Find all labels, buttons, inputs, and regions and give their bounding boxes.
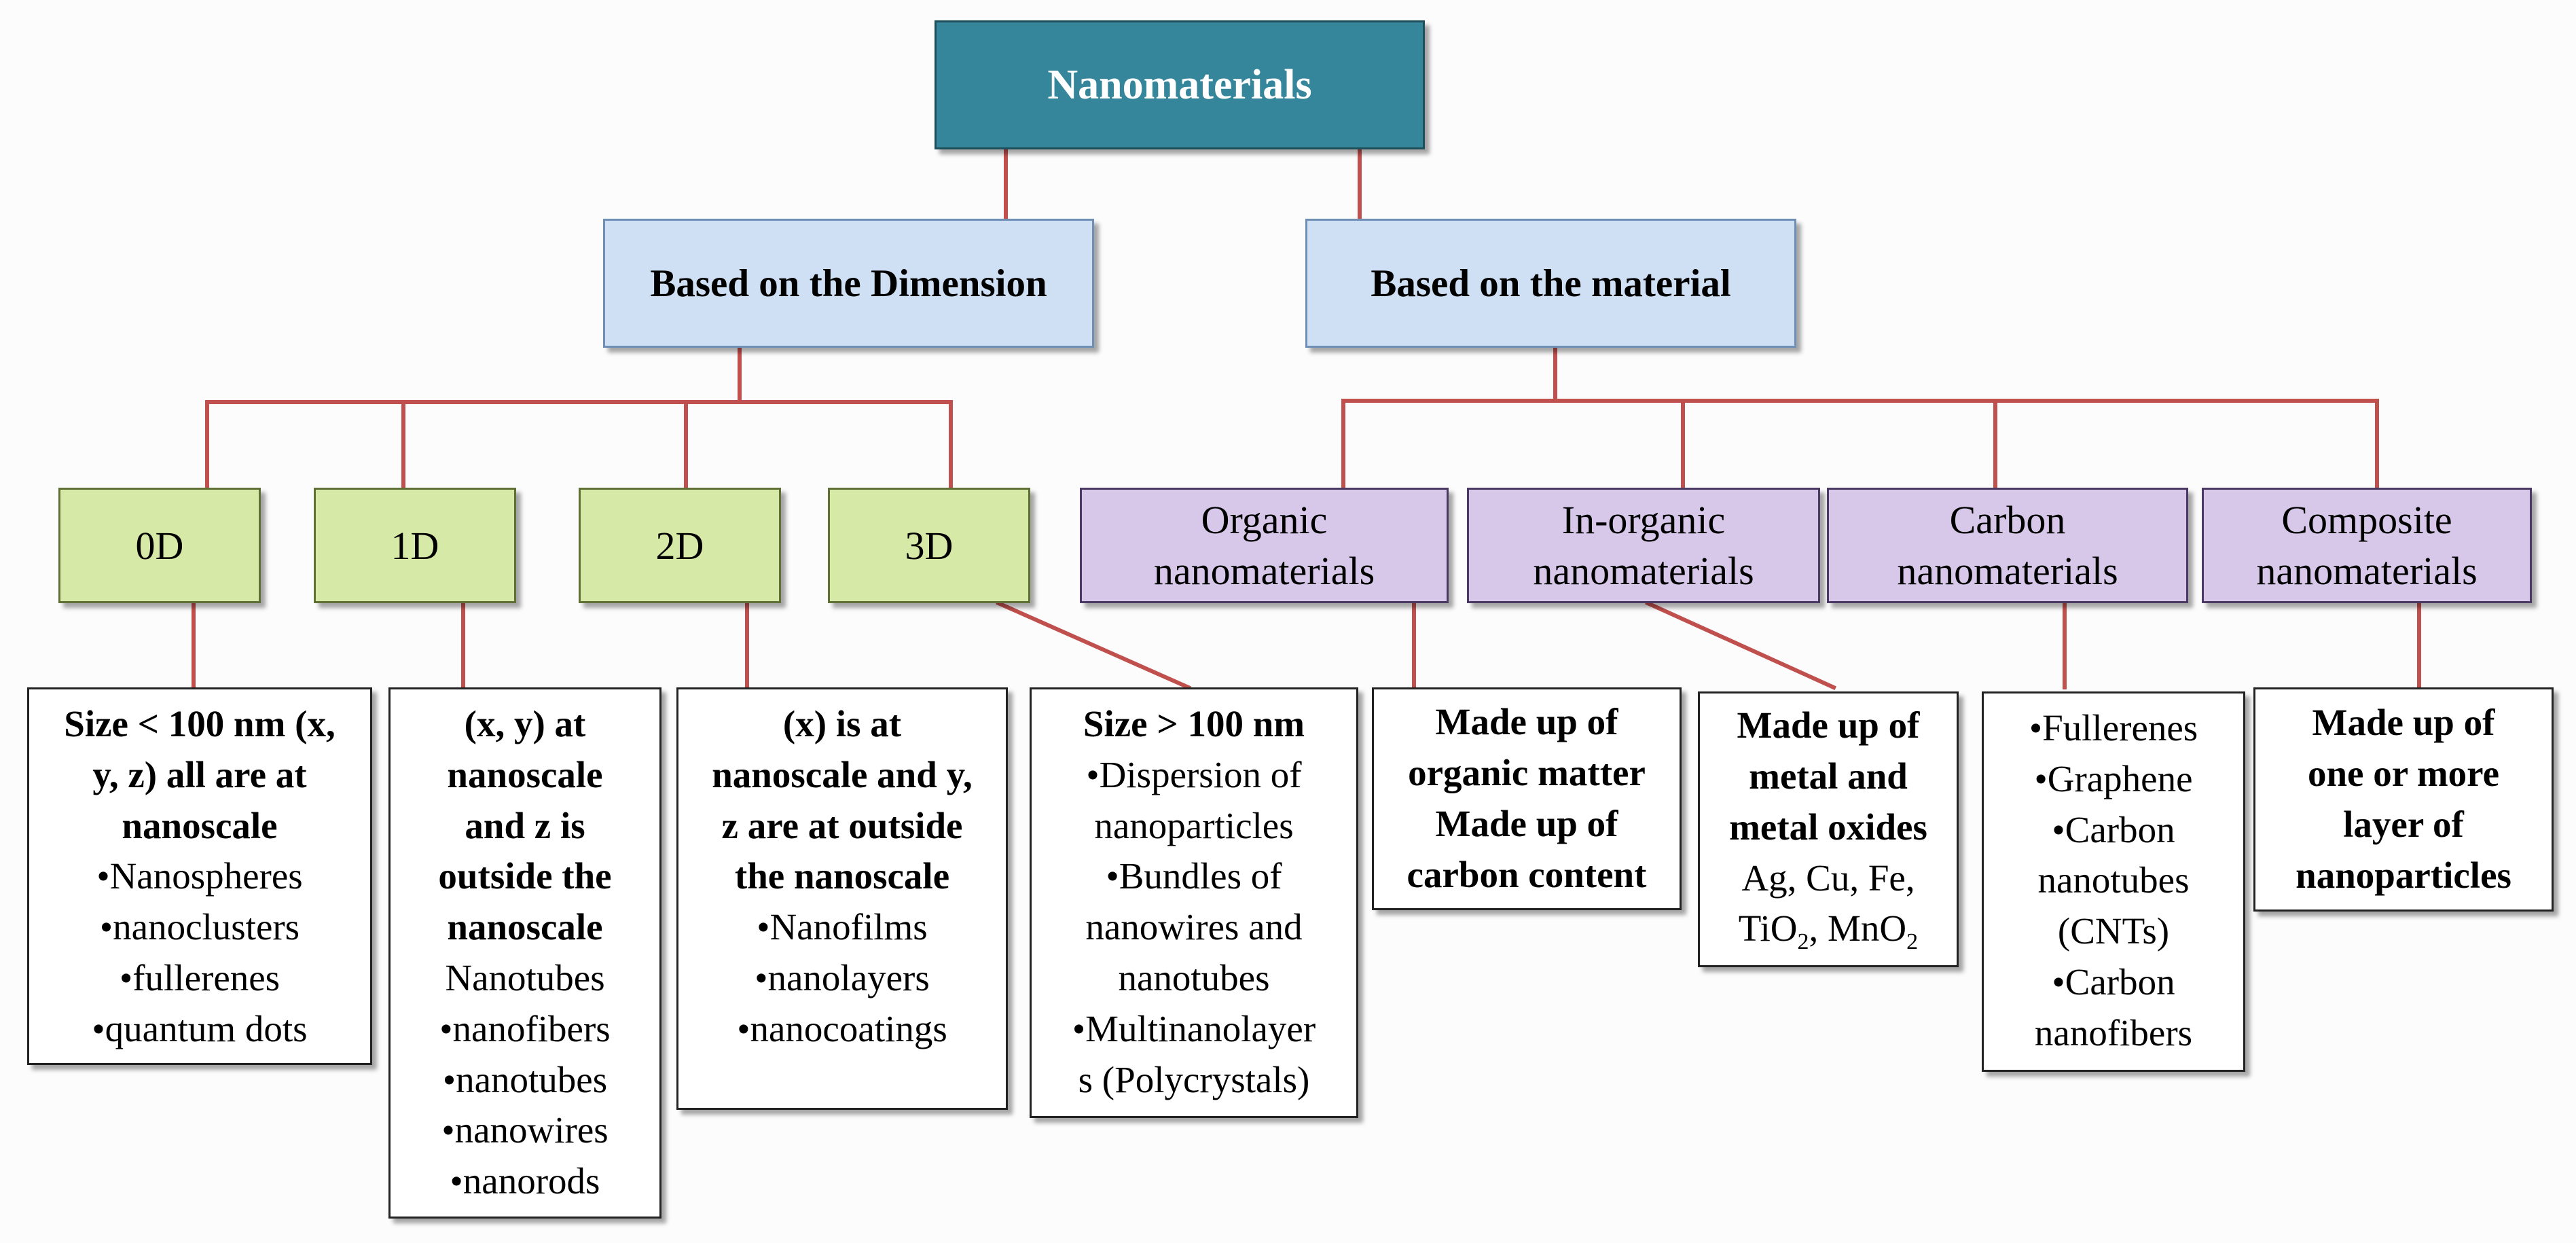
- dimension-label-2d: 2D: [655, 523, 704, 568]
- material-label-organic-line1: Organic: [1201, 497, 1328, 542]
- description-0d-heading-1: Size < 100 nm (x,: [64, 703, 335, 744]
- description-1d-heading-2: nanoscale: [447, 753, 603, 795]
- category-dimension-label: Based on the Dimension: [650, 262, 1047, 305]
- dimension-node-1d: 1D: [314, 488, 516, 603]
- description-0d-item-4: •quantum dots: [92, 1007, 308, 1049]
- description-1d-item-3: •nanotubes: [442, 1058, 608, 1100]
- description-composite-line-3: layer of: [2343, 804, 2464, 845]
- description-organic-line-4: carbon content: [1407, 853, 1647, 895]
- category-material-node: Based on the material: [1305, 219, 1796, 348]
- dimension-label-1d: 1D: [391, 523, 439, 568]
- description-carbon-item-6: •Carbon: [2052, 960, 2175, 1003]
- description-carbon-item-2: •Graphene: [2034, 757, 2193, 799]
- description-2d: (x) is at nanoscale and y, z are at outs…: [676, 687, 1008, 1110]
- material-node-carbon: Carbon nanomaterials: [1827, 488, 2188, 603]
- description-2d-item-3: •nanocoatings: [737, 1007, 947, 1049]
- description-composite-line-4: nanoparticles: [2296, 854, 2511, 896]
- formula-tio-subscript: 2: [1797, 929, 1809, 955]
- material-label-carbon-line2: nanomaterials: [1897, 549, 2118, 593]
- material-node-composite: Composite nanomaterials: [2202, 488, 2532, 603]
- description-1d-heading-5: nanoscale: [447, 906, 603, 948]
- material-label-inorganic-line1: In-organic: [1561, 497, 1726, 542]
- description-1d-heading-3: and z is: [465, 804, 585, 846]
- description-0d: Size < 100 nm (x, y, z) all are at nanos…: [27, 687, 372, 1065]
- description-organic-line-3: Made up of: [1435, 803, 1618, 844]
- material-node-inorganic: In-organic nanomaterials: [1467, 488, 1820, 603]
- description-3d-item-6: •Multinanolayer: [1072, 1007, 1316, 1049]
- description-3d-item-1: •Dispersion of: [1086, 753, 1302, 795]
- dimension-label-3d: 3D: [905, 523, 954, 568]
- description-3d-item-4: nanowires and: [1085, 906, 1303, 948]
- description-carbon-item-5: (CNTs): [2057, 910, 2170, 952]
- description-1d-item-2: •nanofibers: [439, 1007, 611, 1049]
- description-inorganic-heading-2: metal and: [1749, 755, 1908, 797]
- description-inorganic: Made up of metal and metal oxides Ag, Cu…: [1698, 691, 1959, 967]
- description-carbon: •Fullerenes •Graphene •Carbon nanotubes …: [1982, 691, 2245, 1072]
- dimension-label-0d: 0D: [135, 523, 184, 568]
- formula-mno-subscript: 2: [1906, 929, 1919, 955]
- description-carbon-item-7: nanofibers: [2034, 1011, 2193, 1053]
- root-node: Nanomaterials: [935, 20, 1425, 149]
- material-label-composite-line1: Composite: [2281, 497, 2452, 542]
- description-3d-item-7: s (Polycrystals): [1078, 1058, 1310, 1100]
- material-label-carbon-line1: Carbon: [1949, 497, 2066, 542]
- description-composite-line-2: one or more: [2307, 753, 2500, 795]
- category-material-label: Based on the material: [1371, 262, 1731, 305]
- description-0d-item-1: •Nanospheres: [96, 855, 303, 897]
- description-1d: (x, y) at nanoscale and z is outside the…: [388, 687, 661, 1219]
- description-carbon-item-3: •Carbon: [2052, 808, 2175, 850]
- material-label-organic-line2: nanomaterials: [1153, 549, 1375, 593]
- description-0d-item-2: •nanoclusters: [99, 906, 300, 948]
- description-inorganic-formula: TiO2, MnO2: [1739, 903, 1918, 958]
- description-3d-item-3: •Bundles of: [1106, 855, 1282, 897]
- description-0d-item-3: •fullerenes: [119, 956, 280, 998]
- description-composite: Made up of one or more layer of nanopart…: [2253, 687, 2554, 912]
- description-carbon-item-4: nanotubes: [2037, 859, 2190, 901]
- description-2d-item-2: •nanolayers: [755, 956, 930, 998]
- description-3d-heading-1: Size > 100 nm: [1083, 703, 1305, 744]
- description-1d-item-1: Nanotubes: [445, 956, 605, 998]
- formula-tio: TiO: [1738, 907, 1798, 950]
- description-inorganic-item-1: Ag, Cu, Fe,: [1741, 857, 1915, 899]
- description-2d-heading-3: z are at outside: [721, 804, 963, 846]
- description-inorganic-heading-3: metal oxides: [1729, 806, 1927, 848]
- dimension-node-3d: 3D: [828, 488, 1030, 603]
- description-1d-item-4: •nanowires: [441, 1109, 609, 1151]
- description-2d-heading-1: (x) is at: [782, 703, 902, 744]
- description-carbon-item-1: •Fullerenes: [2029, 707, 2198, 749]
- description-2d-item-1: •Nanofilms: [757, 906, 928, 948]
- material-label-inorganic-line2: nanomaterials: [1533, 549, 1754, 593]
- description-0d-heading-3: nanoscale: [122, 804, 278, 846]
- description-organic: Made up of organic matter Made up of car…: [1372, 687, 1682, 910]
- category-dimension-node: Based on the Dimension: [603, 219, 1094, 348]
- root-label: Nanomaterials: [1047, 61, 1312, 108]
- description-composite-line-1: Made up of: [2312, 702, 2495, 744]
- description-2d-heading-2: nanoscale and y,: [712, 753, 973, 795]
- description-3d-item-2: nanoparticles: [1094, 804, 1294, 846]
- description-1d-heading-4: outside the: [438, 855, 612, 897]
- description-inorganic-heading-1: Made up of: [1737, 704, 1920, 746]
- description-3d: Size > 100 nm •Dispersion of nanoparticl…: [1030, 687, 1358, 1118]
- description-organic-line-2: organic matter: [1408, 752, 1646, 794]
- dimension-node-0d: 0D: [58, 488, 261, 603]
- material-label-composite-line2: nanomaterials: [2256, 549, 2478, 593]
- description-2d-heading-4: the nanoscale: [734, 855, 950, 897]
- description-organic-line-1: Made up of: [1435, 701, 1618, 743]
- description-0d-heading-2: y, z) all are at: [92, 753, 307, 795]
- formula-mno: MnO: [1828, 907, 1907, 950]
- description-1d-item-5: •nanorods: [450, 1160, 600, 1202]
- material-node-organic: Organic nanomaterials: [1080, 488, 1449, 603]
- description-1d-heading-1: (x, y) at: [464, 703, 586, 744]
- dimension-node-2d: 2D: [579, 488, 781, 603]
- formula-separator: ,: [1809, 907, 1828, 950]
- description-3d-item-5: nanotubes: [1118, 956, 1270, 998]
